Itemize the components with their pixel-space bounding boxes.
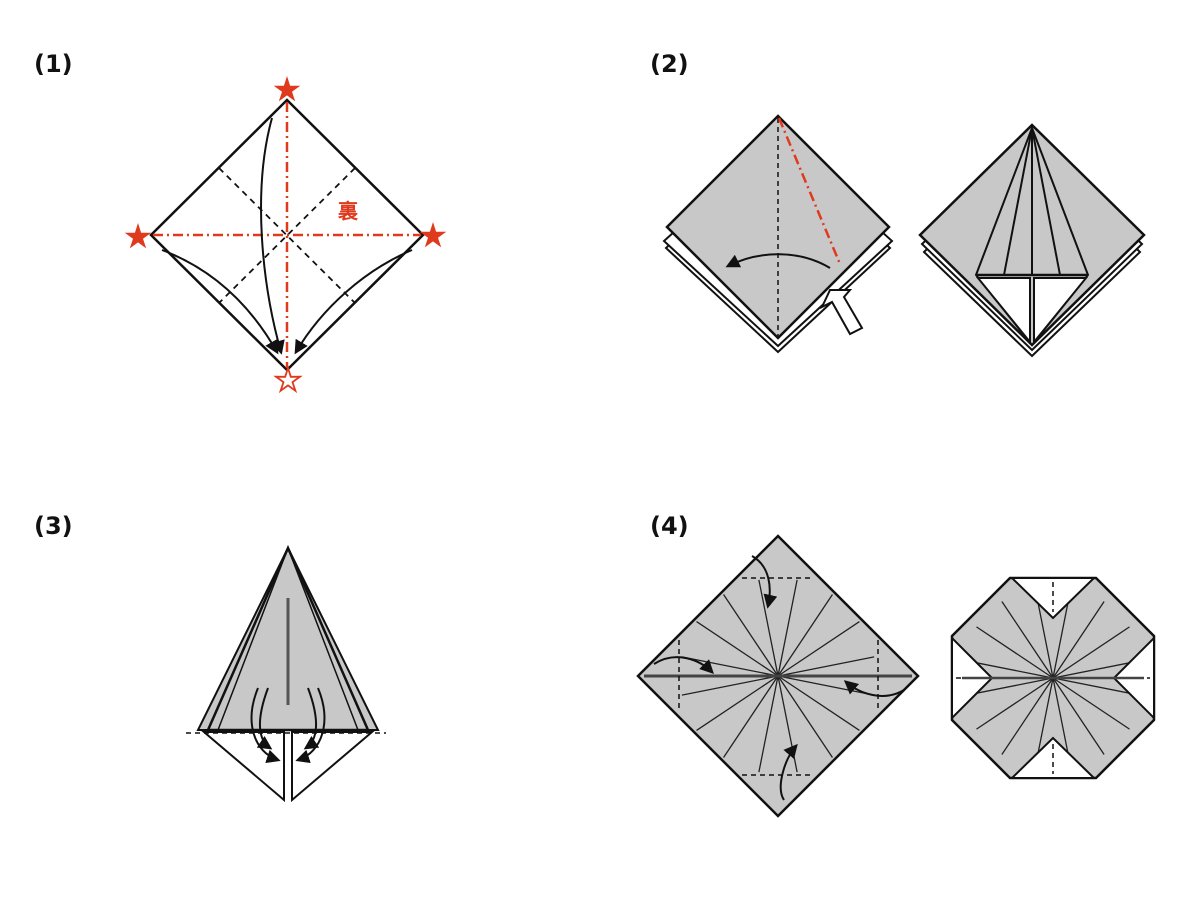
step-1-diagram: 裏 <box>124 76 447 394</box>
step-2-right-diagram <box>918 123 1146 358</box>
step-1-arrows <box>161 117 413 355</box>
crease-line <box>1052 626 1130 679</box>
crease-line <box>1052 601 1105 679</box>
step-4-right-diagram <box>950 576 1156 780</box>
step-4-label: (4) <box>650 512 689 540</box>
crease-line <box>777 675 833 758</box>
crease-line <box>1001 677 1054 755</box>
step-3-label: (3) <box>34 512 73 540</box>
push-arrow-icon <box>819 289 864 336</box>
step-4-left-diagram <box>636 534 920 818</box>
step-2-left-diagram <box>662 114 894 354</box>
crease-line <box>777 594 833 677</box>
crease-line <box>777 621 860 677</box>
crease-line <box>696 675 779 731</box>
crease-line <box>976 626 1054 679</box>
crease-line <box>681 675 779 696</box>
crease-line <box>681 656 779 677</box>
star-left <box>124 223 152 249</box>
step-2-label: (2) <box>650 50 689 78</box>
crease-line <box>1052 677 1105 755</box>
star-top <box>273 76 301 102</box>
step-1-label: (1) <box>34 50 73 78</box>
step-1-valley-folds <box>218 167 356 304</box>
crease-line <box>758 675 779 773</box>
crease-line <box>723 675 779 758</box>
step-3-diagram <box>186 544 386 803</box>
crease-line <box>777 579 798 677</box>
crease-line <box>976 677 1054 730</box>
star-right <box>419 222 447 248</box>
crease-line <box>1052 677 1130 730</box>
crease-line <box>777 656 875 677</box>
crease-line <box>723 594 779 677</box>
back-side-label: 裏 <box>337 199 359 223</box>
step-1-mountain-folds <box>153 102 421 368</box>
crease-line <box>1001 601 1054 679</box>
crease-line <box>777 675 860 731</box>
crease-line <box>696 621 779 677</box>
star-bottom-outline <box>273 365 303 394</box>
crease-line <box>758 579 779 677</box>
